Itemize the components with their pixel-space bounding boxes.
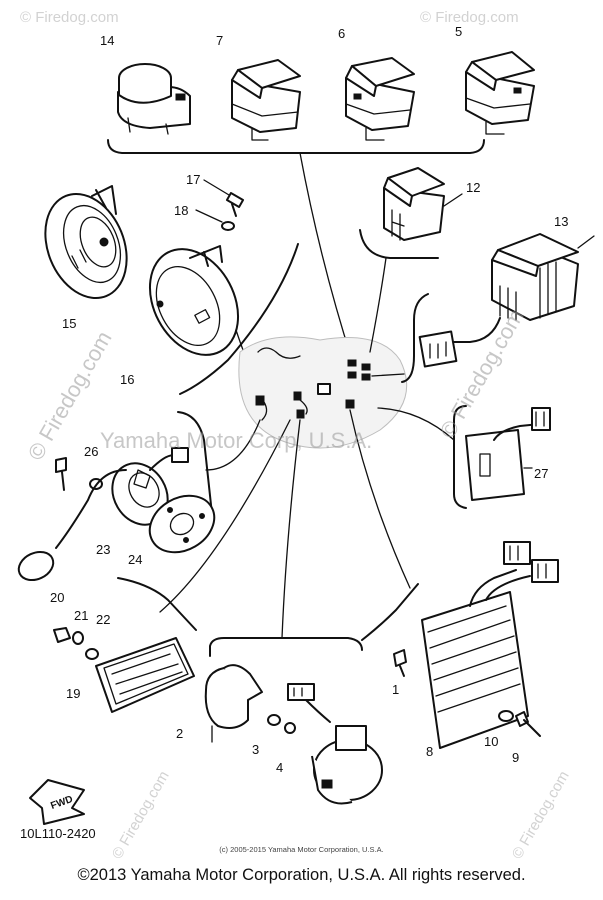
top-group-leader	[299, 152, 353, 361]
lower-left-leader	[159, 419, 291, 613]
part-18-nut	[195, 209, 235, 231]
part-12-bracket	[359, 229, 439, 259]
small-copyright: (c) 2005-2015 Yamaha Motor Corporation, …	[219, 845, 384, 854]
part-1-coil	[287, 683, 383, 805]
part-7-relay	[231, 59, 301, 141]
part-6-relay	[345, 57, 415, 141]
part-27-relay	[465, 407, 551, 501]
callout-16: 16	[120, 372, 134, 387]
sender-group-leader	[205, 419, 261, 471]
callout-26: 26	[84, 444, 98, 459]
part-10-washer	[498, 710, 514, 722]
part-12-leader	[369, 257, 387, 353]
callout-19: 19	[66, 686, 80, 701]
callout-27: 27	[534, 466, 548, 481]
callout-2: 2	[176, 726, 183, 741]
fwd-arrow: FWD	[29, 779, 85, 825]
part-27-bracket	[453, 405, 467, 509]
callout-20: 20	[50, 590, 64, 605]
part-13-bracket	[401, 293, 429, 383]
drawing-number: 10L110-2420	[20, 826, 96, 841]
watermark-side-right: © Firedog.com	[435, 305, 529, 443]
part-8-rectifier	[421, 541, 559, 749]
callout-21: 21	[74, 608, 88, 623]
part-17-bolt	[203, 179, 245, 217]
lower-right-leader	[349, 409, 411, 589]
callout-22: 22	[96, 612, 110, 627]
callout-4: 4	[276, 760, 283, 775]
part-13-relay	[491, 233, 595, 321]
lower-center-bracket	[209, 637, 363, 657]
callout-24: 24	[128, 552, 142, 567]
callout-12: 12	[466, 180, 480, 195]
callout-8: 8	[426, 744, 433, 759]
lower-left-bracket	[117, 577, 197, 631]
part-9-bolt	[515, 711, 541, 737]
lower-right-bracket	[361, 583, 419, 641]
callout-9: 9	[512, 750, 519, 765]
callout-14: 14	[100, 33, 114, 48]
callout-23: 23	[96, 542, 110, 557]
part-19-reflector	[95, 637, 195, 713]
part-4-washer	[284, 722, 296, 734]
watermark-corner-top-left: © Firedog.com	[20, 9, 119, 26]
copyright-notice: ©2013 Yamaha Motor Corporation, U.S.A. A…	[77, 866, 526, 884]
part-2-cover	[204, 664, 263, 743]
callout-10: 10	[484, 734, 498, 749]
harness-connectors	[255, 347, 371, 421]
part-20-nut	[53, 627, 71, 643]
lower-center-leader	[281, 419, 301, 639]
callout-17: 17	[186, 172, 200, 187]
bolt-near-1	[393, 649, 407, 677]
callout-5: 5	[455, 24, 462, 39]
part-23-fuel-sender	[17, 447, 189, 582]
callout-15: 15	[62, 316, 76, 331]
part-5-relay	[465, 51, 535, 135]
callout-7: 7	[216, 33, 223, 48]
callout-6: 6	[338, 26, 345, 41]
callout-13: 13	[554, 214, 568, 229]
part-16-horn	[148, 245, 240, 356]
watermark-corner-top-right: © Firedog.com	[420, 9, 519, 26]
part-3-washer	[267, 714, 281, 726]
part-27-leader	[377, 407, 455, 441]
part-13-harness-plug	[418, 317, 501, 368]
bolt-near-25	[55, 457, 67, 491]
horn-group-bracket	[179, 243, 299, 395]
part-24-gasket	[148, 494, 216, 554]
callout-3: 3	[252, 742, 259, 757]
part-22-washer	[85, 648, 99, 660]
top-group-bracket	[107, 139, 485, 154]
watermark-center: Yamaha Motor Corp, U.S.A.	[100, 428, 372, 453]
callout-1: 1	[392, 682, 399, 697]
part-13-leader	[371, 373, 405, 377]
part-21-washer	[72, 631, 84, 645]
part-15-horn	[44, 185, 128, 300]
part-14-relay	[117, 63, 191, 135]
callout-18: 18	[174, 203, 188, 218]
part-12-relay	[383, 167, 463, 241]
sender-group-bracket	[177, 411, 213, 515]
